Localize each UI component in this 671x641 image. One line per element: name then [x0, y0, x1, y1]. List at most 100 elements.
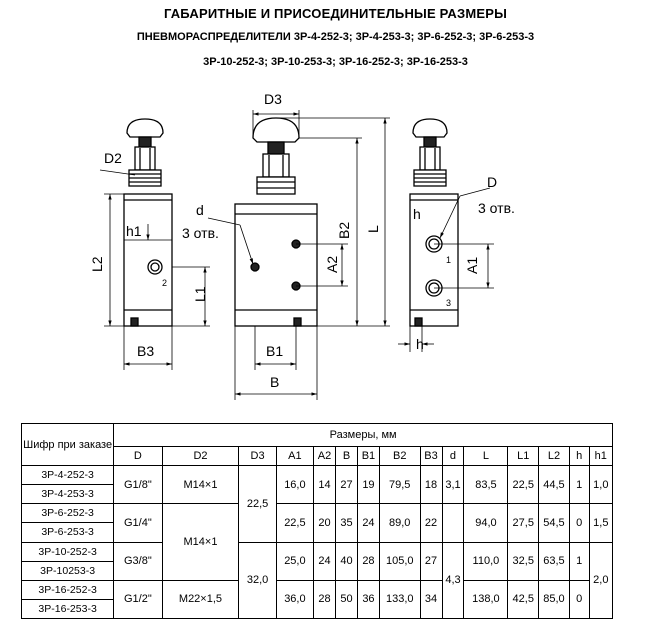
- cell-B1: 24: [356, 503, 380, 543]
- header-code: Шифр при заказе: [20, 422, 115, 467]
- page-subtitle-line1: ПНЕВМОРАСПРЕДЕЛИТЕЛИ 3Р-4-252-3; 3Р-4-25…: [136, 31, 535, 43]
- cell-B3: 22: [419, 503, 443, 543]
- col-L2: L2: [538, 445, 570, 467]
- cell-L2: 44,5: [538, 465, 570, 505]
- col-L1: L1: [507, 445, 540, 467]
- center-stem: [267, 141, 285, 155]
- code-cell: 3Р-4-252-3: [20, 465, 115, 486]
- code-cell: 3Р-10-252-3: [20, 541, 115, 562]
- cell-D: G1/2": [113, 579, 163, 620]
- table-row: 3Р-4-252-3 G1/8" M14×1 22,5 16,0 14 27 1…: [20, 465, 614, 543]
- col-h: h: [568, 445, 590, 467]
- cell-A2: 14: [313, 465, 337, 505]
- col-D: D: [113, 445, 163, 467]
- center-view: [234, 117, 318, 327]
- cell-B3: 27: [419, 541, 443, 581]
- cell-D2: M14×1: [161, 465, 240, 505]
- cell-L1: 27,5: [507, 503, 540, 543]
- label-L2: L2: [89, 256, 105, 272]
- cell-B: 50: [335, 579, 358, 620]
- cell-L: 138,0: [463, 579, 509, 620]
- cell-A1: 25,0: [275, 541, 315, 581]
- left-stem: [138, 136, 152, 148]
- cell-h1: 1,5: [588, 503, 614, 543]
- table-row: 3Р-10-252-3 G3/8" 32,0 25,0 24 40 28 105…: [20, 541, 614, 620]
- col-A1: A1: [275, 445, 315, 467]
- right-view: [409, 118, 459, 327]
- label-L: L: [365, 225, 381, 233]
- left-foot: [130, 317, 139, 327]
- left-view: [123, 118, 173, 327]
- cell-L1: 22,5: [507, 465, 540, 505]
- cell-A1: 36,0: [275, 579, 315, 620]
- cell-A2: 28: [313, 579, 337, 620]
- center-nut: [256, 176, 296, 195]
- cell-B1: 19: [356, 465, 380, 505]
- cell-B1: 28: [356, 541, 380, 581]
- dimensions-table: Шифр при заказе Размеры, мм D D2 D3 A1 A…: [20, 422, 614, 620]
- col-d: d: [441, 445, 465, 467]
- label-D3: D3: [264, 91, 282, 107]
- label-h-bottom: h: [416, 336, 424, 352]
- cell-B2: 89,0: [378, 503, 421, 543]
- col-A2: A2: [313, 445, 337, 467]
- cell-B3: 18: [419, 465, 443, 505]
- cell-B2: 105,0: [378, 541, 421, 581]
- cell-d: 4,3: [441, 541, 465, 620]
- left-port-hole: [147, 259, 163, 275]
- cell-L: 83,5: [463, 465, 509, 505]
- label-B: B: [270, 374, 279, 390]
- cell-L1: 32,5: [507, 541, 540, 581]
- col-D3: D3: [238, 445, 277, 467]
- cell-A1: 16,0: [275, 465, 315, 505]
- code-cell: 3Р-10253-3: [20, 560, 115, 581]
- label-L1: L1: [192, 286, 208, 302]
- cell-h1: 2,0: [588, 541, 614, 620]
- cell-L: 94,0: [463, 503, 509, 543]
- label-A2: A2: [324, 256, 340, 273]
- label-h1: h1: [126, 223, 142, 239]
- col-B2: B2: [378, 445, 421, 467]
- cell-d-empty: [441, 503, 465, 543]
- center-foot: [293, 317, 302, 327]
- cell-L2: 85,0: [538, 579, 570, 620]
- label-B2: B2: [336, 222, 352, 239]
- cell-h: 1: [568, 465, 590, 505]
- cell-D2: M22×1,5: [161, 579, 240, 620]
- valve-drawing: D2 h1 L2 L1 B3 2 D3 d 3 отв. A2: [89, 91, 515, 400]
- cell-L2: 54,5: [538, 503, 570, 543]
- cell-h: 1: [568, 541, 590, 581]
- label-D: D: [487, 174, 497, 190]
- table-row: 3Р-16-253-3: [20, 598, 613, 620]
- left-view-dimensions: [99, 169, 210, 370]
- right-body: [409, 193, 459, 327]
- col-h1: h1: [588, 445, 614, 467]
- cell-D2: M14×1: [161, 503, 240, 581]
- left-knob: [126, 118, 164, 138]
- cell-L: 110,0: [463, 541, 509, 581]
- right-view-dimensions: [398, 187, 494, 352]
- right-knob: [412, 118, 448, 138]
- page-title: ГАБАРИТНЫЕ И ПРИСОЕДИНИТЕЛЬНЫЕ РАЗМЕРЫ: [163, 6, 508, 21]
- cell-A1: 22,5: [275, 503, 315, 543]
- cell-D3: 22,5: [238, 465, 277, 543]
- cell-D: G1/4": [113, 503, 163, 543]
- label-port-3: 3: [446, 298, 451, 308]
- cell-B2: 79,5: [378, 465, 421, 505]
- cell-D: G1/8": [113, 465, 163, 505]
- code-cell: 3Р-4-253-3: [20, 484, 115, 505]
- col-B: B: [335, 445, 358, 467]
- cell-B1: 36: [356, 579, 380, 620]
- cell-B: 40: [335, 541, 358, 581]
- col-B1: B1: [356, 445, 380, 467]
- page-subtitle-line2: 3Р-10-252-3; 3Р-10-253-3; 3Р-16-252-3; 3…: [203, 56, 468, 68]
- label-port-2: 2: [162, 278, 167, 288]
- cell-B: 35: [335, 503, 358, 543]
- label-d: d: [196, 202, 204, 218]
- cell-D: G3/8": [113, 541, 163, 581]
- label-A1: A1: [464, 257, 480, 274]
- center-knob: [252, 117, 300, 143]
- header-code-text: Шифр при заказе: [23, 438, 113, 451]
- center-view-dimensions: [207, 110, 390, 400]
- cell-B: 27: [335, 465, 358, 505]
